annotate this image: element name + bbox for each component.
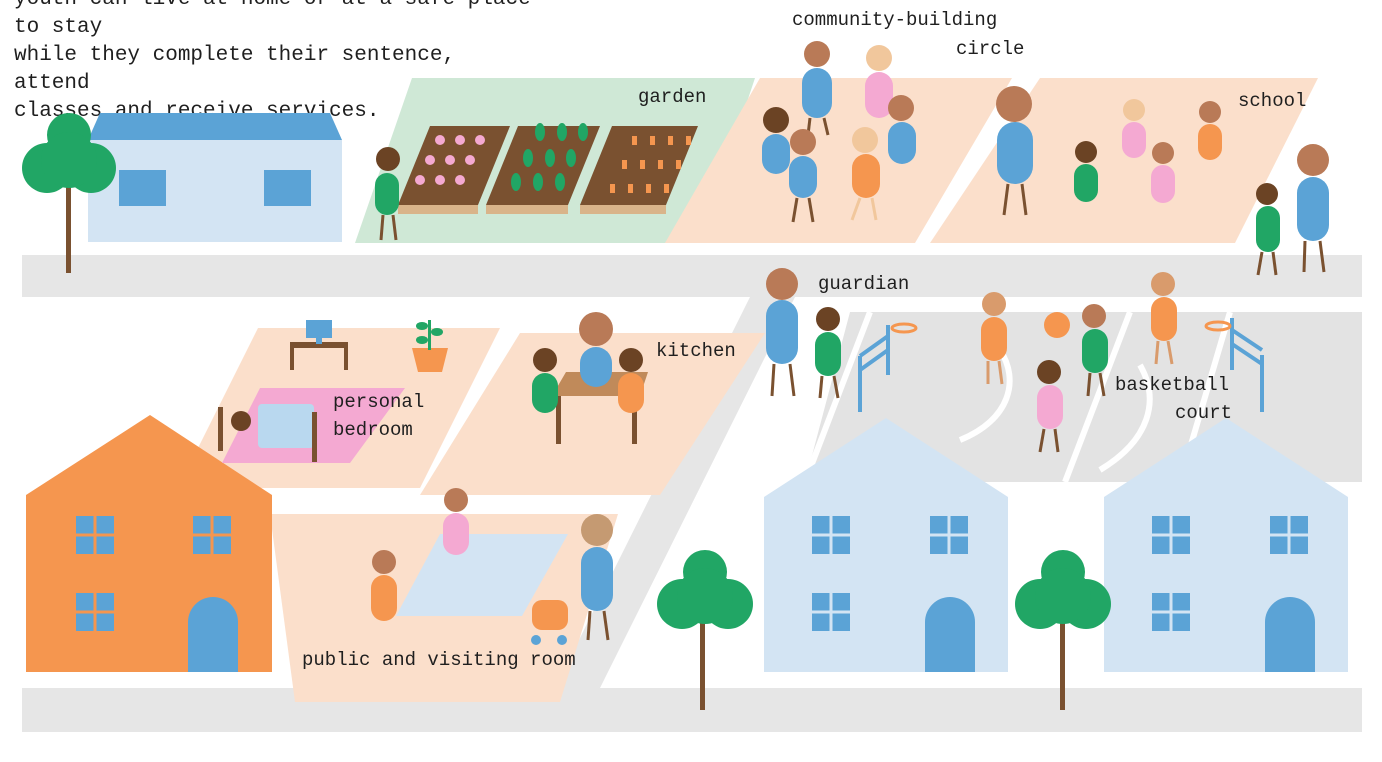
tree-icon xyxy=(657,550,753,710)
person-visitor-pink xyxy=(443,488,469,555)
person-stroller-parent xyxy=(581,514,613,641)
person-circle-6 xyxy=(850,127,880,221)
person-student-2 xyxy=(1198,101,1222,160)
person-gardener xyxy=(375,147,400,241)
community-circle-floor xyxy=(665,78,1012,243)
garden-bed-flowers xyxy=(398,126,510,214)
person-court-2 xyxy=(1082,304,1108,397)
person-teacher xyxy=(996,86,1033,216)
tree-icon xyxy=(1015,550,1111,710)
person-circle-1 xyxy=(802,41,832,136)
label-community-line1: community-building xyxy=(792,9,997,31)
person-adult-street xyxy=(1297,144,1329,273)
tree-icon xyxy=(22,113,116,273)
label-visiting-room: public and visiting room xyxy=(302,649,576,671)
person-student-4 xyxy=(1151,142,1175,203)
person-kitchen-right xyxy=(618,348,644,413)
person-circle-5 xyxy=(789,129,817,223)
school-floor xyxy=(930,78,1318,243)
label-guardian: guardian xyxy=(818,273,909,295)
basketball-rim-right xyxy=(1204,320,1232,332)
person-circle-2 xyxy=(865,45,893,118)
basketball xyxy=(1044,312,1070,338)
person-kitchen-adult xyxy=(579,312,613,387)
person-circle-3 xyxy=(762,107,790,174)
person-court-3 xyxy=(1151,272,1177,365)
lower-road xyxy=(22,688,1362,732)
person-court-4 xyxy=(1037,360,1063,453)
intro-line-2: while they complete their sentence, atte… xyxy=(14,44,456,95)
diagonal-path xyxy=(555,297,795,688)
label-bedroom-line2: bedroom xyxy=(333,419,413,441)
label-bedroom-line1: personal xyxy=(333,391,424,413)
label-kitchen: kitchen xyxy=(656,340,736,362)
intro-line-1: youth can live at home or at a safe plac… xyxy=(14,0,531,39)
person-guardian-child xyxy=(815,307,841,399)
person-court-1 xyxy=(981,292,1007,385)
person-kitchen-left xyxy=(532,348,558,413)
basketball-hoop-left xyxy=(858,325,890,412)
kitchen-floor xyxy=(420,333,765,495)
label-court-line2: court xyxy=(1175,402,1232,424)
person-student-3 xyxy=(1074,141,1098,202)
label-school: school xyxy=(1238,90,1306,112)
top-left-building xyxy=(88,113,342,242)
person-guardian xyxy=(766,268,798,397)
garden-bed-greens xyxy=(486,123,600,214)
blue-house-middle xyxy=(764,418,1008,672)
label-court-line1: basketball xyxy=(1115,374,1229,396)
garden-bed-carrots xyxy=(580,126,698,214)
person-student-1 xyxy=(1122,99,1146,158)
person-visitor-orange xyxy=(371,550,397,621)
upper-road xyxy=(22,255,1362,297)
label-community-line2: circle xyxy=(956,38,1024,60)
blue-house-right xyxy=(1104,418,1348,672)
basketball-rim-left xyxy=(890,322,918,334)
person-child-street xyxy=(1256,183,1280,276)
basketball-hoop-right xyxy=(1230,318,1264,412)
person-circle-4 xyxy=(888,95,916,164)
bedroom-furniture xyxy=(218,320,448,463)
stroller xyxy=(531,600,568,645)
label-garden: garden xyxy=(638,86,706,108)
orange-house xyxy=(26,415,272,672)
visiting-room-rug xyxy=(396,534,568,616)
